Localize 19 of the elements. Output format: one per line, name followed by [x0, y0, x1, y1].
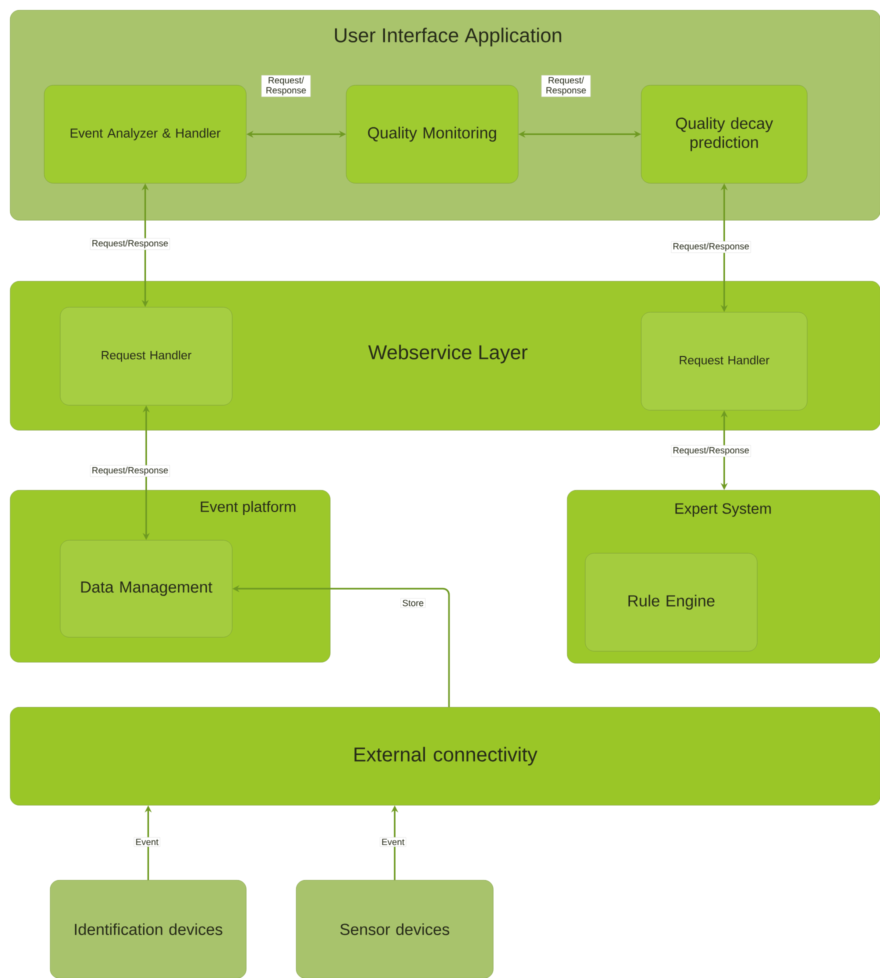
edge-label: Request/Response: [90, 238, 170, 250]
component-box: Data Management: [60, 540, 232, 638]
device-box: Sensor devices: [296, 880, 494, 978]
component-box: Event Analyzer & Handler: [44, 85, 246, 184]
component-box: Quality decay prediction: [641, 85, 808, 184]
edge-label: Store: [400, 598, 426, 608]
edge-label: Event: [380, 837, 406, 847]
layer-panel: External connectivity: [10, 707, 880, 806]
component-box: Rule Engine: [585, 553, 758, 652]
edge-label: Request/Response: [671, 241, 751, 253]
edge-label: Request/Response: [671, 445, 751, 457]
edge-label: Request/ Response: [541, 75, 591, 97]
component-box: Request Handler: [641, 312, 808, 410]
component-box: Request Handler: [60, 307, 232, 406]
device-box: Identification devices: [50, 880, 246, 978]
edge-label: Event: [134, 837, 160, 847]
component-box: Quality Monitoring: [346, 85, 518, 184]
edge-label: Request/Response: [90, 465, 170, 477]
edge-label: Request/ Response: [261, 75, 311, 97]
